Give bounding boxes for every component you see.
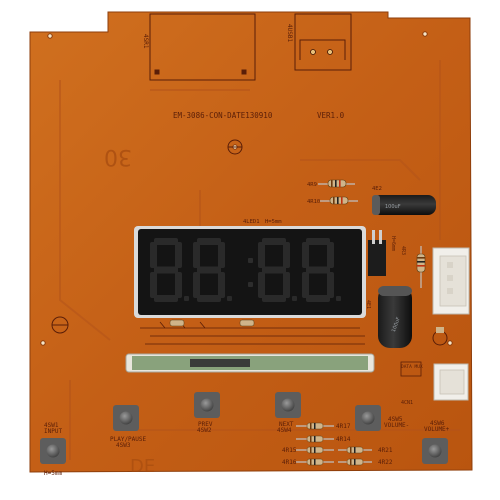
- label-4r17: 4R17: [336, 423, 351, 430]
- label-next: NEXT: [279, 421, 294, 428]
- bottom-resistors: [296, 422, 372, 466]
- display-colon: [248, 258, 253, 287]
- label-input: INPUT: [44, 428, 62, 435]
- model-line-text: EM-3086-CON-DATE130910: [173, 111, 273, 120]
- connector-outline-4usb1: [294, 13, 352, 71]
- digit-3-decimal-point: [292, 296, 297, 301]
- button-volume-down[interactable]: [355, 405, 381, 431]
- label-4r14: 4R14: [336, 436, 351, 443]
- button-input[interactable]: [40, 438, 66, 464]
- white-connector-bottom: [433, 363, 469, 401]
- digit-3-segment-f: [258, 242, 265, 268]
- svg-text:100uF: 100uF: [391, 316, 402, 333]
- digit-2-segment-g: [197, 266, 221, 274]
- label-play-pause: PLAY/PAUSE: [110, 436, 147, 443]
- digit-4-segment-e: [302, 272, 309, 298]
- resistor-4r9: [318, 179, 355, 188]
- version-text: VER1.0: [317, 111, 345, 120]
- digit-2-segment-f: [193, 242, 200, 268]
- capacitor-4e1: 100uF: [378, 286, 412, 348]
- resistors-under-display: [169, 319, 255, 327]
- digit-3-segment-e: [258, 272, 265, 298]
- label-4sw4: 4SW4: [277, 427, 292, 434]
- ic-outline-4sr1: [149, 13, 256, 81]
- digit-4-segment-c: [327, 272, 334, 298]
- digit-4-segment-d: [306, 295, 330, 302]
- digit-2-decimal-point: [227, 296, 232, 301]
- label-4e2: 4E2: [372, 186, 382, 192]
- digit-1-segment-a: [154, 238, 178, 245]
- digit-3-segment-b: [283, 242, 290, 268]
- label-4sw6: 4SW6: [430, 420, 445, 427]
- label-4r22: 4R22: [378, 459, 393, 466]
- digit-1-decimal-point: [184, 296, 189, 301]
- digit-3-segment-a: [262, 238, 286, 245]
- pin-header-right-of-display: [368, 230, 386, 276]
- digit-1-segment-e: [150, 272, 157, 298]
- label-4sw5: 4SW5: [388, 416, 403, 423]
- resistor-4r3: [416, 246, 426, 288]
- button-prev[interactable]: [194, 392, 220, 418]
- green-module: [125, 353, 375, 373]
- seven-segment-digits: [150, 238, 341, 302]
- label-4cn1: 4CN1: [401, 400, 413, 406]
- label-led-height: H=5mm: [265, 219, 282, 225]
- digit-1-segment-b: [175, 242, 182, 268]
- digit-3-segment-c: [283, 272, 290, 298]
- digit-1-segment-g: [154, 266, 178, 274]
- data-mux-box: [400, 361, 422, 377]
- button-play-pause[interactable]: [113, 405, 139, 431]
- digit-2-segment-e: [193, 272, 200, 298]
- label-4usb1: 4USB1: [286, 24, 293, 42]
- label-volume-up: VOLUME+: [424, 426, 450, 433]
- label-4r21: 4R21: [378, 447, 393, 454]
- label-4sw3: 4SW3: [116, 442, 131, 449]
- small-sensor: [227, 139, 243, 155]
- digit-3-segment-d: [262, 295, 286, 302]
- digit-1-segment-f: [150, 242, 157, 268]
- digit-1-segment-d: [154, 295, 178, 302]
- digit-3-segment-g: [262, 266, 286, 274]
- small-diode: [432, 327, 448, 346]
- label-volume-down: VOLUME-: [384, 422, 409, 429]
- copper-traces: [59, 60, 460, 460]
- label-4led1: 4LED1: [243, 219, 260, 225]
- digit-2-segment-b: [218, 242, 225, 268]
- digit-2-segment-d: [197, 295, 221, 302]
- label-4r9: 4R9: [307, 182, 317, 188]
- left-sensor: [51, 316, 69, 334]
- label-4sr1: 4SR1: [142, 34, 149, 49]
- label-4e1: 4E1: [365, 300, 371, 309]
- button-next[interactable]: [275, 392, 301, 418]
- digit-4-segment-a: [306, 238, 330, 245]
- label-data-mux: DATA MUX: [401, 364, 423, 370]
- white-connector-top: [432, 247, 470, 315]
- connector-pads: [310, 49, 333, 55]
- label-4r16: 4R16: [282, 459, 297, 466]
- label-sw1-height: H=5mm: [44, 470, 62, 477]
- label-4r3: 4R3: [400, 246, 406, 255]
- label-prev: PREV: [198, 421, 213, 428]
- label-4r10: 4R10: [307, 199, 320, 205]
- label-4sw2: 4SW2: [197, 427, 212, 434]
- label-4r15: 4R15: [282, 447, 297, 454]
- digit-4-segment-f: [302, 242, 309, 268]
- capacitor-4e2: 100uF: [372, 195, 436, 215]
- label-height-right: H=6mm: [390, 236, 396, 251]
- board-watermark: 30: [104, 144, 132, 169]
- digit-4-segment-g: [306, 266, 330, 274]
- button-volume-up[interactable]: [422, 438, 448, 464]
- digit-1-segment-c: [175, 272, 182, 298]
- label-4sw1: 4SW1: [44, 422, 59, 429]
- board-watermark-bottom: DE: [130, 456, 155, 477]
- resistor-4r10: [320, 196, 358, 205]
- digit-2-segment-a: [197, 238, 221, 245]
- digit-2-segment-c: [218, 272, 225, 298]
- digit-4-decimal-point: [336, 296, 341, 301]
- svg-text:100uF: 100uF: [385, 204, 401, 210]
- digit-4-segment-b: [327, 242, 334, 268]
